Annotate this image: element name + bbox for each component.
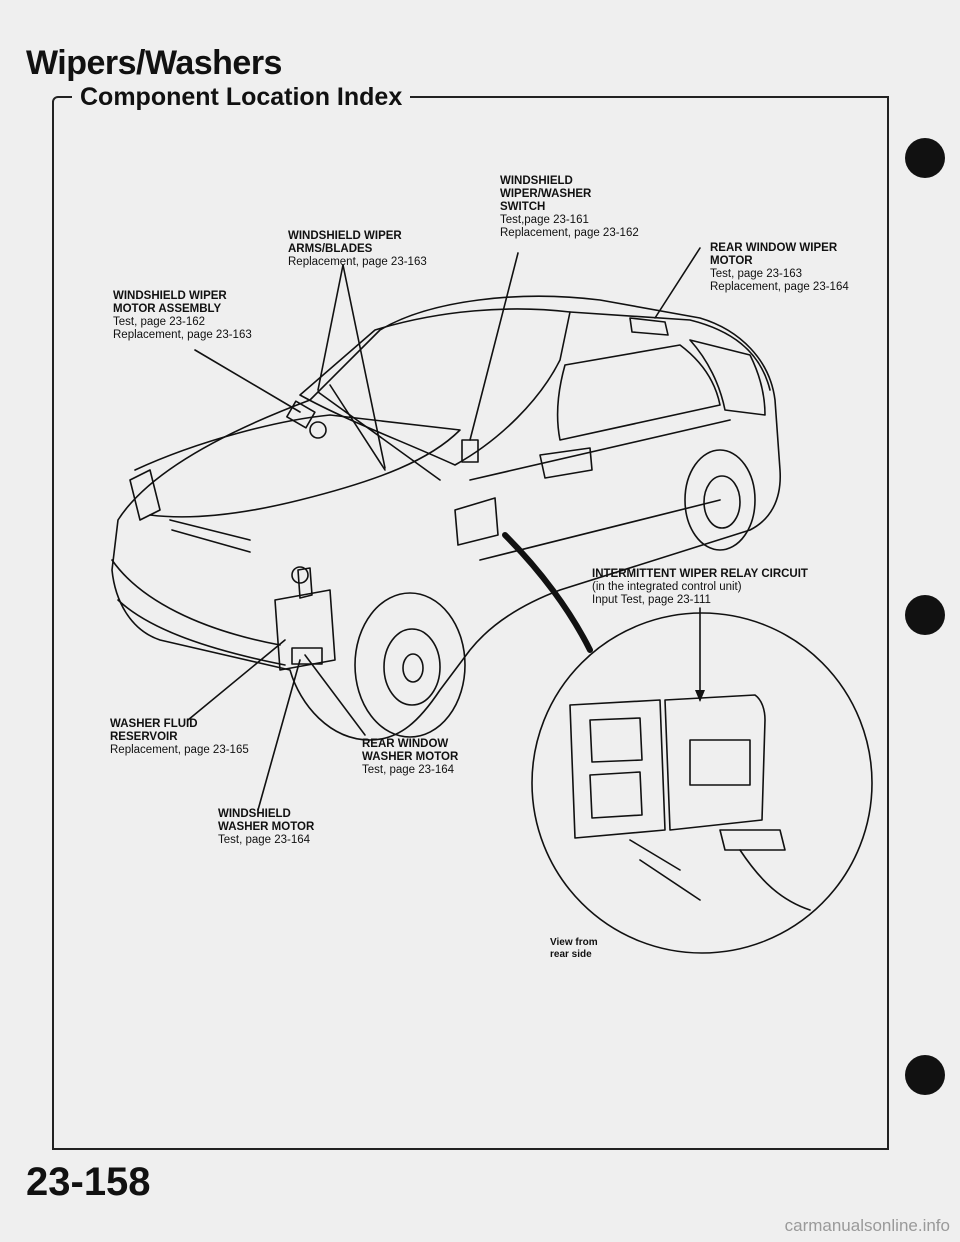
front-wheel: [354, 592, 466, 738]
wiper-motor: [286, 400, 316, 429]
detail-view-circle: [531, 612, 873, 954]
page-number: 23-158: [26, 1160, 151, 1204]
section-title: Component Location Index: [72, 83, 411, 112]
headlight: [129, 469, 161, 521]
callout-windshield-washer-motor: WINDSHIELD WASHER MOTOR Test, page 23-16…: [218, 808, 315, 846]
callout-reservoir: WASHER FLUID RESERVOIR Replacement, page…: [110, 718, 249, 756]
leader-wiper-arms-2: [342, 264, 386, 469]
leader-windshield-washer-motor: [257, 659, 301, 811]
leader-rear-washer-motor: [304, 654, 366, 736]
rear-quarter-window: [689, 339, 766, 416]
callout-rear-washer-motor: REAR WINDOW WASHER MOTOR Test, page 23-1…: [362, 738, 459, 776]
watermark: carmanualsonline.info: [784, 1216, 950, 1235]
control-unit-box: [454, 497, 499, 546]
punch-hole-3: [905, 1055, 945, 1095]
rear-wheel-hub: [703, 475, 741, 529]
callout-rear-wiper-motor: REAR WINDOW WIPER MOTOR Test, page 23-16…: [710, 242, 849, 293]
leader-wiper-motor: [194, 349, 301, 413]
leader-rear-wiper-motor: [654, 247, 701, 319]
view-caption: View from rear side: [550, 937, 598, 960]
callout-wiper-motor: WINDSHIELD WIPER MOTOR ASSEMBLY Test, pa…: [113, 290, 252, 341]
wiper-arm-right: [329, 384, 386, 471]
windshield-outline: [299, 308, 571, 466]
callout-relay-circuit: INTERMITTENT WIPER RELAY CIRCUIT (in the…: [592, 568, 808, 606]
content-frame: [52, 96, 889, 1150]
front-wheel-hub: [383, 628, 441, 706]
callout-wiper-switch: WINDSHIELD WIPER/WASHER SWITCH Test,page…: [500, 175, 639, 239]
side-mirror: [539, 447, 593, 479]
detail-leader: [502, 532, 593, 653]
grille: [169, 519, 251, 553]
punch-hole-2: [905, 595, 945, 635]
leader-wiper-switch: [469, 252, 519, 441]
rear-wheel: [684, 449, 756, 551]
hood-line: [134, 414, 461, 518]
relay-unit-detail: [664, 694, 766, 831]
roof-line: [569, 311, 771, 391]
front-bumper: [111, 559, 286, 666]
car-body-outline: [111, 295, 781, 741]
leader-reservoir: [187, 639, 286, 721]
leader-wiper-arms-1: [317, 264, 344, 391]
washer-motor: [291, 647, 323, 665]
punch-hole-1: [905, 138, 945, 178]
side-window: [556, 344, 721, 441]
page-title: Wipers/Washers: [26, 44, 282, 82]
washer-reservoir: [274, 589, 336, 671]
rear-wiper-motor-part: [629, 317, 669, 336]
callout-wiper-arms: WINDSHIELD WIPER ARMS/BLADES Replacement…: [288, 230, 427, 268]
